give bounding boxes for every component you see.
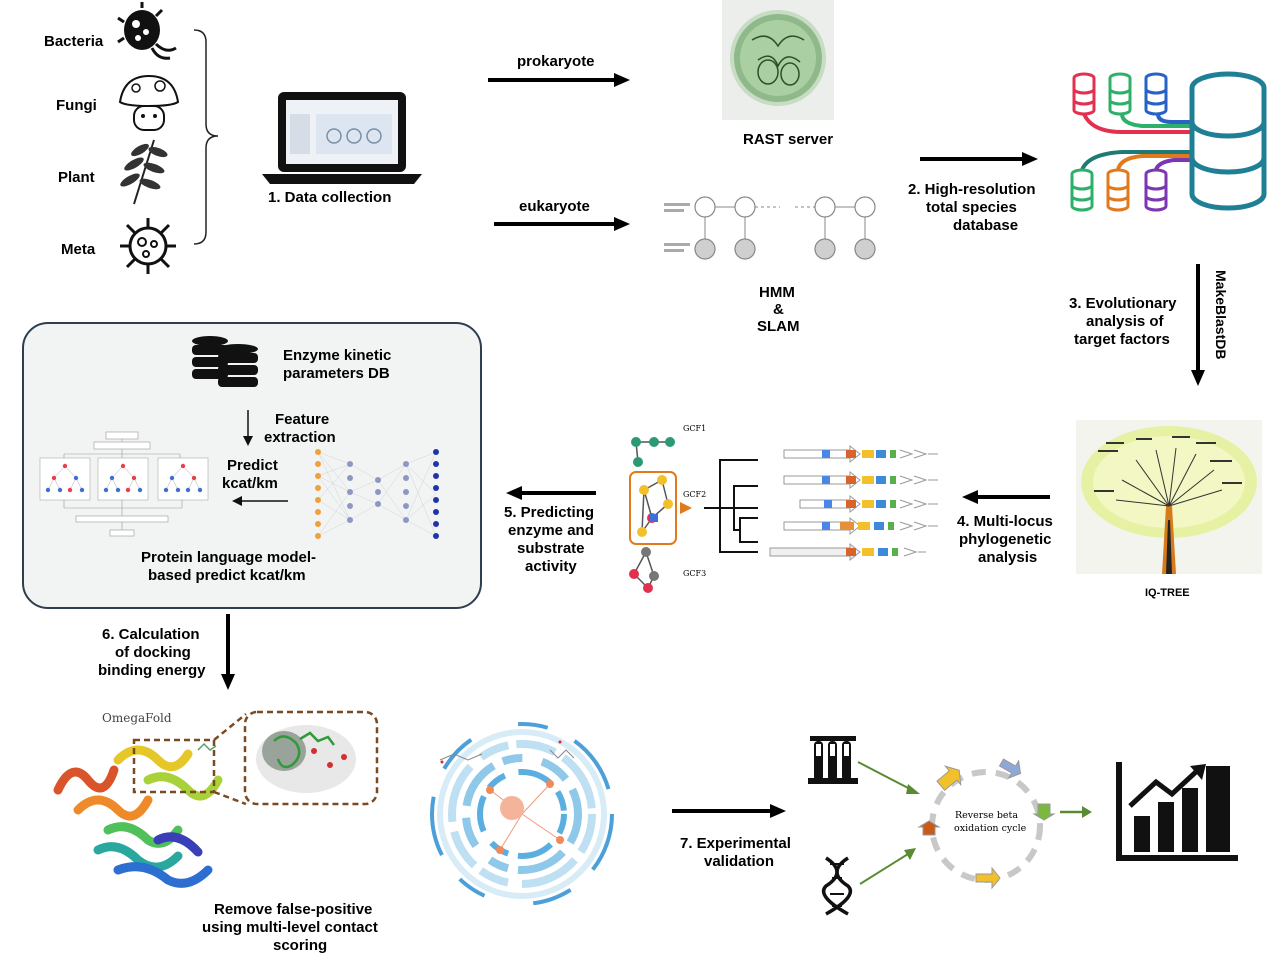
to-yield-arrow (1060, 806, 1092, 818)
rast-logo (722, 0, 834, 120)
makeblastdb-arrow (1191, 264, 1205, 386)
step4-label-1: 4. Multi-locus (957, 513, 1053, 530)
hmm-label: HMM (759, 284, 795, 301)
makeblastdb-label: MakeBlastDB (1213, 270, 1229, 359)
neural-network-diagram (315, 449, 439, 539)
hmm-amp-label: & (773, 301, 784, 318)
source-meta-label: Meta (61, 241, 96, 258)
to-kinetics-panel-arrow (506, 486, 596, 500)
database-cluster-icon (1070, 71, 1267, 212)
feature-label-1: Feature (275, 411, 330, 428)
rast-server-label: RAST server (743, 131, 834, 148)
prokaryote-arrow (488, 73, 630, 87)
plant-leaf-icon (120, 139, 168, 205)
gene-cluster-phylogeny (704, 444, 938, 562)
step5-label-2: enzyme and (508, 522, 594, 539)
step6-label-3: binding energy (98, 662, 206, 679)
source-bacteria-label: Bacteria (44, 33, 104, 50)
makeblastdb-label-box: MakeBlastDB (1213, 270, 1229, 359)
green-arrows (857, 761, 920, 885)
gcf3-label: GCF3 (683, 569, 707, 578)
panel-bottom-1: Protein language model- (141, 549, 317, 566)
step7-label-1: 7. Experimental (680, 835, 791, 852)
predict-label-1: Predict (227, 457, 278, 474)
step2-label-3: database (953, 217, 1019, 234)
hmm-diagram (664, 196, 876, 260)
docking-arrow (221, 614, 235, 690)
source-fungi-label: Fungi (56, 97, 97, 114)
virus-icon (120, 218, 176, 274)
to-database-arrow (920, 152, 1038, 166)
omegafold-label: OmegaFold (102, 711, 172, 725)
test-tubes-icon (808, 736, 858, 784)
database-stack-icon (192, 336, 258, 387)
circular-interaction-chart (430, 722, 614, 906)
eukaryote-arrow (494, 217, 630, 231)
step5-label-4: activity (525, 558, 577, 575)
zoom-connector (132, 713, 247, 806)
protein-structure (53, 742, 223, 888)
step4-label-2: phylogenetic (959, 531, 1052, 548)
step1-label: 1. Data collection (268, 189, 392, 206)
predict-arrow (232, 496, 288, 506)
iqtree-icon (1076, 420, 1262, 574)
step3-label-1: 3. Evolutionary (1069, 295, 1177, 312)
gcf-network (629, 437, 692, 593)
slam-label: SLAM (757, 318, 800, 335)
feature-arrow (243, 410, 253, 446)
db-title-1: Enzyme kinetic (283, 347, 392, 364)
db-title-2: parameters DB (283, 365, 390, 382)
source-plant-label: Plant (58, 169, 95, 186)
feature-label-2: extraction (264, 429, 336, 446)
predict-label-2: kcat/km (222, 475, 278, 492)
step6-label-2: of docking (115, 644, 191, 661)
step5-label-1: 5. Predicting (504, 504, 595, 521)
eukaryote-label: eukaryote (519, 198, 590, 215)
random-forest-diagram (39, 431, 209, 537)
reverse-beta-oxidation-cycle (917, 758, 1056, 890)
bacteria-icon (117, 2, 177, 60)
dna-icon (821, 856, 853, 916)
gcf1-label: GCF1 (683, 424, 707, 433)
step4-label-3: analysis (978, 549, 1038, 566)
laptop-icon (262, 92, 422, 184)
cycle-label-1: Reverse beta (955, 810, 1019, 821)
gcf2-label: GCF2 (683, 490, 707, 499)
remove-label-2: using multi-level contact (202, 919, 378, 936)
prokaryote-label: prokaryote (517, 53, 595, 70)
step5-label-3: substrate (517, 540, 585, 557)
mushroom-icon (118, 74, 180, 131)
iqtree-label: IQ-TREE (1145, 587, 1190, 599)
cycle-label-2: oxidation cycle (954, 823, 1027, 834)
step3-label-3: target factors (1074, 331, 1170, 348)
growth-chart-icon (1116, 762, 1238, 861)
binding-pocket-zoom (243, 710, 379, 806)
step2-label-2: total species (926, 199, 1017, 216)
sources-brace (193, 29, 219, 245)
step3-label-2: analysis of (1086, 313, 1164, 330)
remove-label-3: scoring (273, 937, 328, 954)
step6-label-1: 6. Calculation (102, 626, 200, 643)
validation-arrow (672, 804, 786, 818)
step2-label-1: 2. High-resolution (908, 181, 1036, 198)
to-phylogeny-arrow (962, 490, 1050, 504)
panel-bottom-2: based predict kcat/km (148, 567, 306, 584)
step7-label-2: validation (704, 853, 775, 870)
remove-label-1: Remove false-positive (214, 901, 373, 918)
